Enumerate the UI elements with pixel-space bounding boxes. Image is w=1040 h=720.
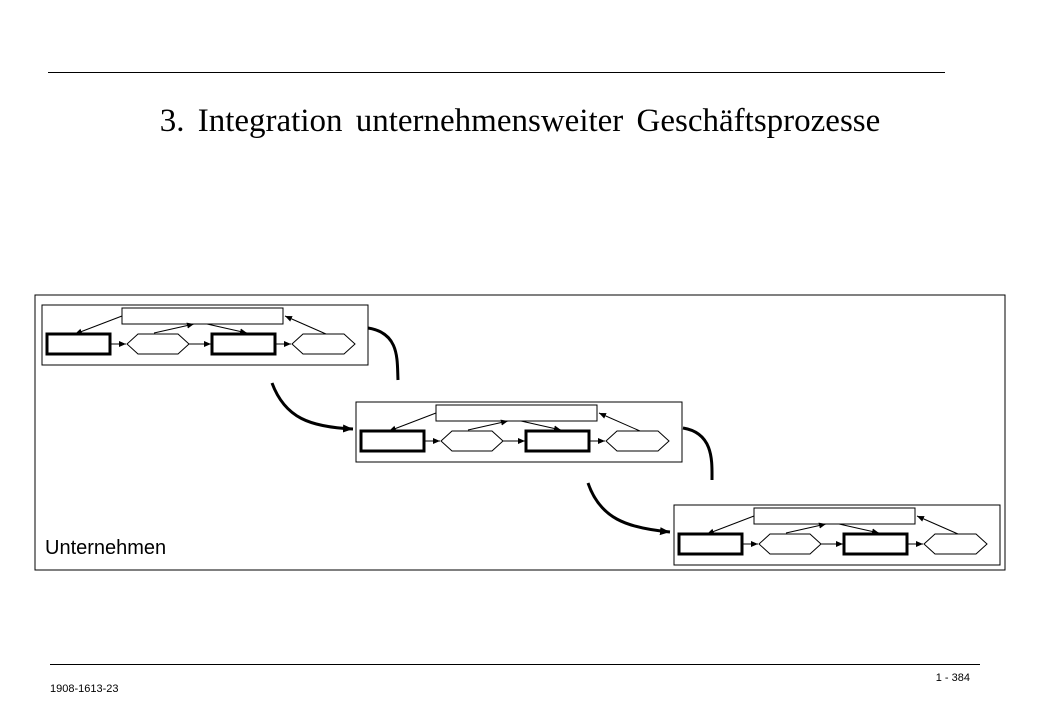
process-chain-2 xyxy=(356,402,682,462)
connector-1-in xyxy=(270,382,354,433)
page-number: 1 - 384 xyxy=(935,672,970,684)
bottom-rule xyxy=(50,664,980,665)
top-rule xyxy=(48,72,945,73)
process-chain-3 xyxy=(674,505,1000,565)
enterprise-label: Unternehmen xyxy=(45,537,167,559)
page-title: 3. Integration unternehmensweiter Geschä… xyxy=(159,103,881,139)
connector-2-in xyxy=(586,482,671,536)
connector-1-out xyxy=(367,326,400,381)
document-id: 1908-1613-23 xyxy=(50,683,119,695)
connector-2-out xyxy=(682,426,714,481)
process-chain-1 xyxy=(42,305,368,365)
